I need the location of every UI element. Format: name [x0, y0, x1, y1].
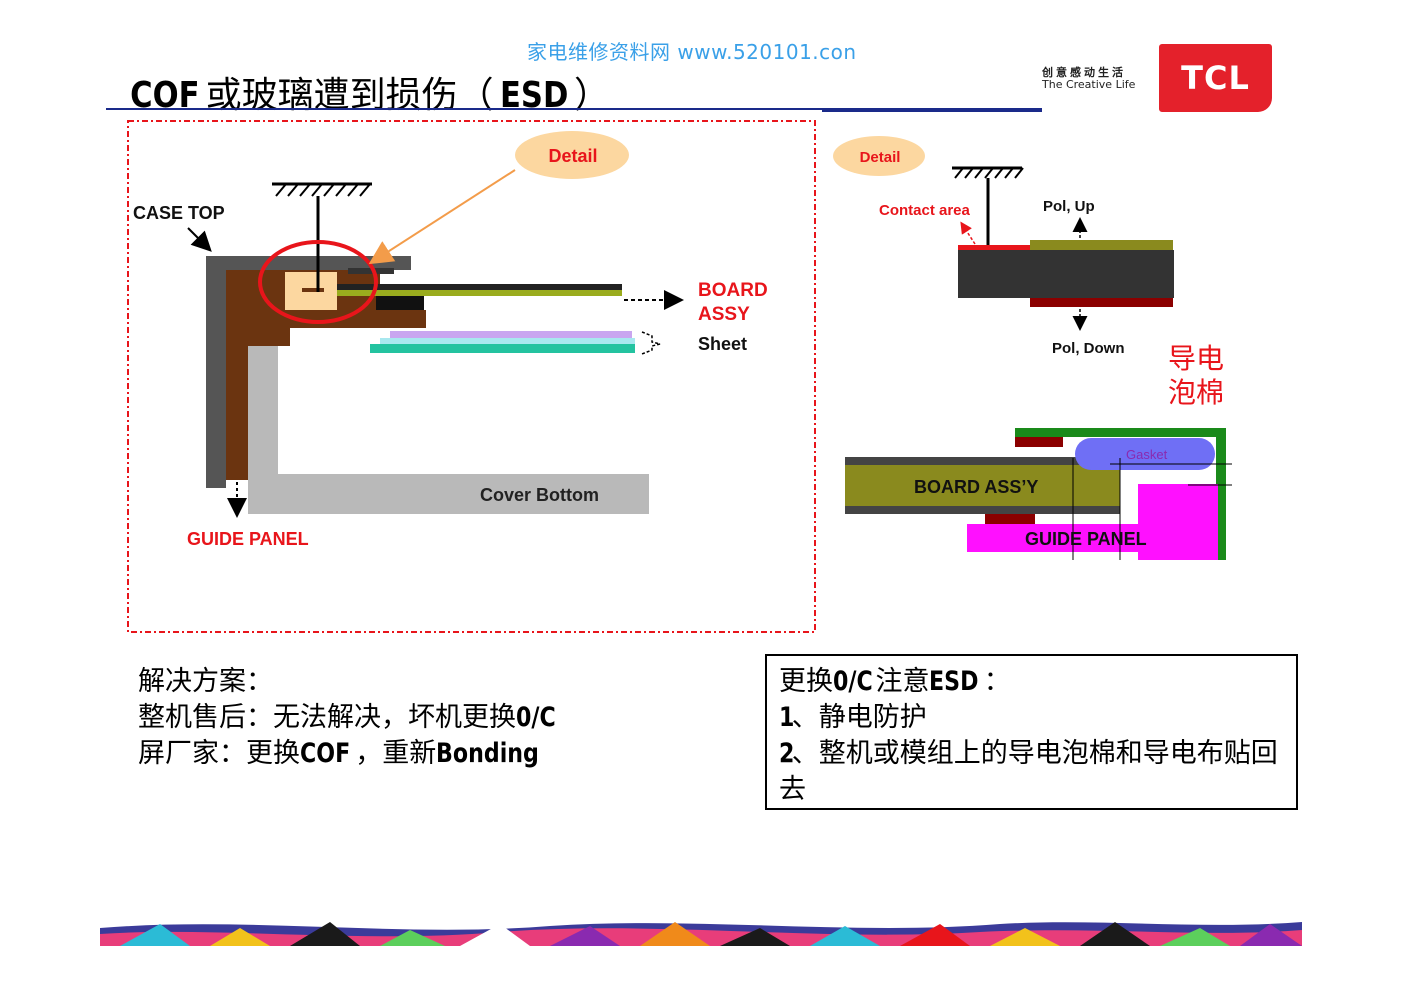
detail-label-right: Detail: [860, 149, 901, 166]
note-title-c: 注意: [875, 666, 930, 697]
note-title-e: ：: [983, 666, 1011, 697]
case-top-arrow: [187, 227, 212, 252]
darkred-bottom: [985, 514, 1035, 524]
sheet-purple: [390, 331, 632, 338]
foam-label-line1: 导电: [1168, 343, 1224, 374]
board-assy-label: BOARD ASS’Y: [914, 477, 1038, 497]
pol-up-label: Pol, Up: [1043, 198, 1095, 215]
board-olive: [845, 465, 1120, 506]
aftersale-bold: 0/C: [516, 702, 556, 733]
left-diagram-frame: [127, 120, 816, 633]
contact-area-arrow: [960, 221, 976, 245]
ground-hatch: [275, 183, 371, 197]
title-underline-accent: [822, 108, 1042, 112]
board-top-grey: [845, 457, 1120, 465]
title-underline: [106, 108, 1042, 110]
factory-bonding: Bonding: [436, 738, 540, 769]
brown-frame: [226, 270, 426, 480]
sheet-label: Sheet: [698, 334, 747, 354]
note-item-2: 2、整机或模组上的导电泡棉和导电布贴回去: [779, 736, 1284, 808]
detail-label-left: Detail: [548, 146, 597, 166]
guide-panel-label: GUIDE PANEL: [187, 529, 309, 549]
factory-text: 屏厂家：更换: [138, 738, 300, 769]
solution-aftersale: 整机售后：无法解决，坏机更换0/C: [138, 700, 558, 736]
pol-down-red: [1030, 298, 1173, 307]
pol-up-green: [1030, 240, 1173, 250]
tcl-logo: TCL: [1159, 44, 1272, 112]
contact-tab: [302, 288, 324, 292]
gasket-label: Gasket: [1126, 447, 1168, 462]
note-item-1: 1、静电防护: [779, 700, 1284, 736]
board-black-top: [322, 284, 622, 290]
factory-mid: ，重新: [355, 738, 437, 769]
sheet-teal: [370, 344, 635, 353]
note-title-a: 更换: [779, 666, 833, 697]
board-black-bottom: [376, 296, 424, 310]
note-item-1-num: 1: [779, 702, 795, 733]
case-top-vertical: [206, 256, 226, 488]
board-bottom-grey: [845, 506, 1120, 514]
case-top-label: CASE TOP: [133, 203, 225, 223]
decorative-footer-band: [100, 916, 1302, 946]
darkred-top: [1015, 437, 1063, 447]
damage-circle: [258, 240, 378, 324]
solution-block: 解决方案： 整机售后：无法解决，坏机更换0/C 屏厂家：更换COF，重新Bond…: [138, 664, 558, 772]
contact-area-label: Contact area: [879, 202, 971, 219]
note-item-1-text: 、静电防护: [791, 702, 927, 733]
board-label-1: BOARD: [698, 280, 768, 301]
brand-slogan-cn: 创意感动生活: [1042, 66, 1126, 79]
case-top-horizontal: [206, 256, 411, 270]
frame-green-top: [1015, 428, 1225, 437]
factory-cof: COF: [300, 738, 351, 769]
note-title-esd: ESD: [929, 666, 979, 697]
solution-factory: 屏厂家：更换COF，重新Bonding: [138, 736, 558, 772]
watermark: 家电维修资料网 www.520101.con: [527, 40, 857, 64]
guide-panel-label-right: GUIDE PANEL: [1025, 529, 1147, 549]
brand-slogan-en: The Creative Life: [1042, 78, 1136, 91]
frame-green-right: [1216, 428, 1226, 560]
right-ground-hatch: [954, 167, 1024, 179]
detail-callout-left: [515, 131, 629, 179]
note-title-oc: 0/C: [833, 666, 873, 697]
board-green: [322, 290, 622, 296]
note-item-2-text: 、整机或模组上的导电泡棉和导电布贴回去: [779, 738, 1278, 805]
aftersale-text: 整机售后：无法解决，坏机更换: [138, 702, 516, 733]
foam-label-line2: 泡棉: [1168, 377, 1224, 408]
detail-callout-right: [833, 136, 925, 176]
small-bar: [348, 268, 394, 274]
detail-arrow: [368, 169, 516, 265]
sheet-cyan: [380, 338, 635, 344]
sheet-brace: [641, 331, 661, 355]
board-label-2: ASSY: [698, 304, 750, 325]
gasket: [1075, 438, 1215, 470]
pol-down-label: Pol, Down: [1052, 340, 1125, 357]
guide-panel-magenta: [967, 524, 1218, 552]
cover-bottom-label: Cover Bottom: [480, 485, 599, 505]
solution-heading: 解决方案：: [138, 666, 273, 697]
glass-dark: [958, 250, 1174, 298]
contact-red: [958, 245, 1032, 251]
cover-bottom-shape: [248, 346, 649, 514]
note-item-2-num: 2: [779, 738, 795, 769]
